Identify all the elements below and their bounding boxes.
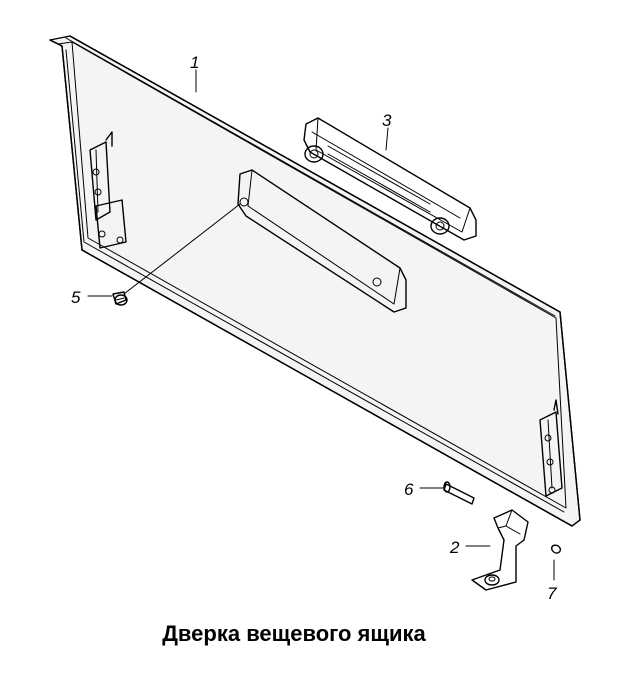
door-panel — [49, 35, 581, 527]
leader-lines — [87, 69, 555, 581]
callout-6: 6 — [404, 480, 414, 499]
diagram-caption: Дверка вещевого ящика — [162, 621, 426, 646]
bracket-part — [471, 509, 529, 591]
callout-2: 2 — [449, 538, 460, 557]
screw-part — [112, 291, 128, 306]
callout-7: 7 — [547, 584, 557, 603]
callout-3: 3 — [382, 111, 392, 130]
right-hinge — [539, 399, 563, 497]
callout-1: 1 — [190, 53, 199, 72]
left-hinge — [89, 131, 127, 249]
callout-5: 5 — [71, 288, 81, 307]
clip-part — [550, 544, 562, 554]
handle-part — [303, 117, 477, 241]
pin-part — [443, 481, 475, 505]
handle-plate — [237, 169, 407, 313]
